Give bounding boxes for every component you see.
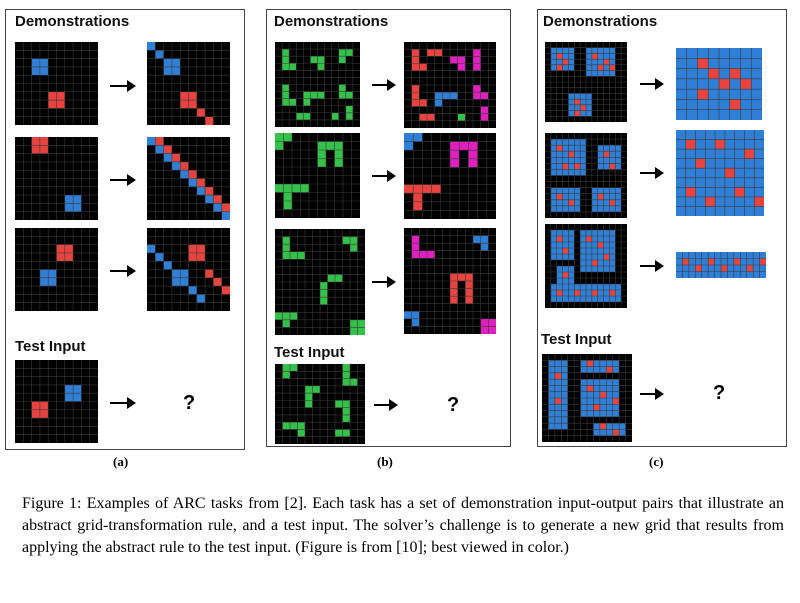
panel-b-demo3-output-svg (404, 228, 496, 334)
panel-b-test-arrow (374, 399, 398, 411)
panel-b-demo2-input-svg (275, 133, 360, 218)
panel-a-demo3-output (147, 228, 230, 311)
panel-a-demo2-input (15, 137, 98, 220)
panel-a-label: (a) (113, 454, 129, 469)
panel-a-demo-title: Demonstrations (15, 13, 130, 30)
panel-c-test-input-svg (542, 354, 632, 442)
panel-b-demo1-input (275, 42, 360, 127)
panel-b-demo2-output (404, 133, 496, 219)
panel-b-demo1-output (404, 42, 496, 128)
panel-b-test-input (275, 364, 365, 444)
panel-a-test-input (15, 360, 98, 443)
panel-b-test-input-svg (275, 364, 365, 444)
panel-b-demo3-output (404, 228, 496, 334)
panel-a-demo1-output (147, 42, 230, 125)
panel-c-test-arrow (640, 388, 664, 400)
panel-a-test-arrow (110, 397, 136, 409)
panel-b-question-mark: ? (447, 394, 460, 416)
panel-c-demo3-input-svg (545, 224, 627, 308)
panel-b-label: (b) (377, 454, 393, 469)
panel-b-demo1-input-svg (275, 42, 360, 127)
panel-c-demo3-arrow (640, 260, 664, 272)
panel-a-demo3-input-svg (15, 228, 98, 311)
panel-c-demo3-output (676, 252, 766, 278)
panel-a-demo1-arrow (110, 80, 136, 92)
panel-a-demo1-input (15, 42, 98, 125)
panel-b-demo3-input-svg (275, 229, 365, 335)
panel-a-demo3-output-svg (147, 228, 230, 311)
panel-c-demo-title: Demonstrations (543, 13, 658, 30)
panel-b-test-title: Test Input (274, 344, 345, 361)
panel-c-demo2-input (545, 133, 627, 218)
panel-a-test-title: Test Input (15, 338, 86, 355)
panel-a-demo2-output-svg (147, 137, 230, 220)
panel-a-test-input-svg (15, 360, 98, 443)
panel-c-demo3-output-svg (676, 252, 766, 278)
panel-a-demo2-input-svg (15, 137, 98, 220)
panel-a-demo3-arrow (110, 265, 136, 277)
panel-c-demo1-input-svg (545, 42, 627, 122)
panel-b-demo2-output-svg (404, 133, 496, 219)
panel-a-demo2-arrow (110, 174, 136, 186)
panel-b-demo2-input (275, 133, 360, 218)
panel-a-demo1-input-svg (15, 42, 98, 125)
panel-a-demo3-input (15, 228, 98, 311)
panel-c-test-title: Test Input (541, 331, 612, 348)
panel-c-demo2-output-svg (676, 130, 764, 216)
panel-a-demo2-output (147, 137, 230, 220)
panel-c-demo1-input (545, 42, 627, 122)
panel-c-demo2-arrow (640, 167, 664, 179)
panel-b-demo-title: Demonstrations (274, 13, 389, 30)
panel-c-demo3-input (545, 224, 627, 308)
panel-a-demo1-output-svg (147, 42, 230, 125)
panel-b-demo2-arrow (372, 170, 396, 182)
panel-a-question-mark: ? (183, 392, 196, 414)
panel-b-demo1-arrow (372, 79, 396, 91)
panel-c-demo1-output (676, 48, 762, 120)
panel-c-label: (c) (649, 454, 664, 469)
panel-c-demo1-output-svg (676, 48, 762, 120)
panel-c-demo2-input-svg (545, 133, 627, 218)
panel-c-demo2-output (676, 130, 764, 216)
panel-c-test-input (542, 354, 632, 442)
panel-c-question-mark: ? (713, 382, 726, 404)
panel-b-demo3-input (275, 229, 365, 335)
panel-b-demo3-arrow (372, 276, 396, 288)
panel-c-demo1-arrow (640, 78, 664, 90)
figure-caption: Figure 1: Examples of ARC tasks from [2]… (22, 495, 784, 556)
panel-b-demo1-output-svg (404, 42, 496, 128)
